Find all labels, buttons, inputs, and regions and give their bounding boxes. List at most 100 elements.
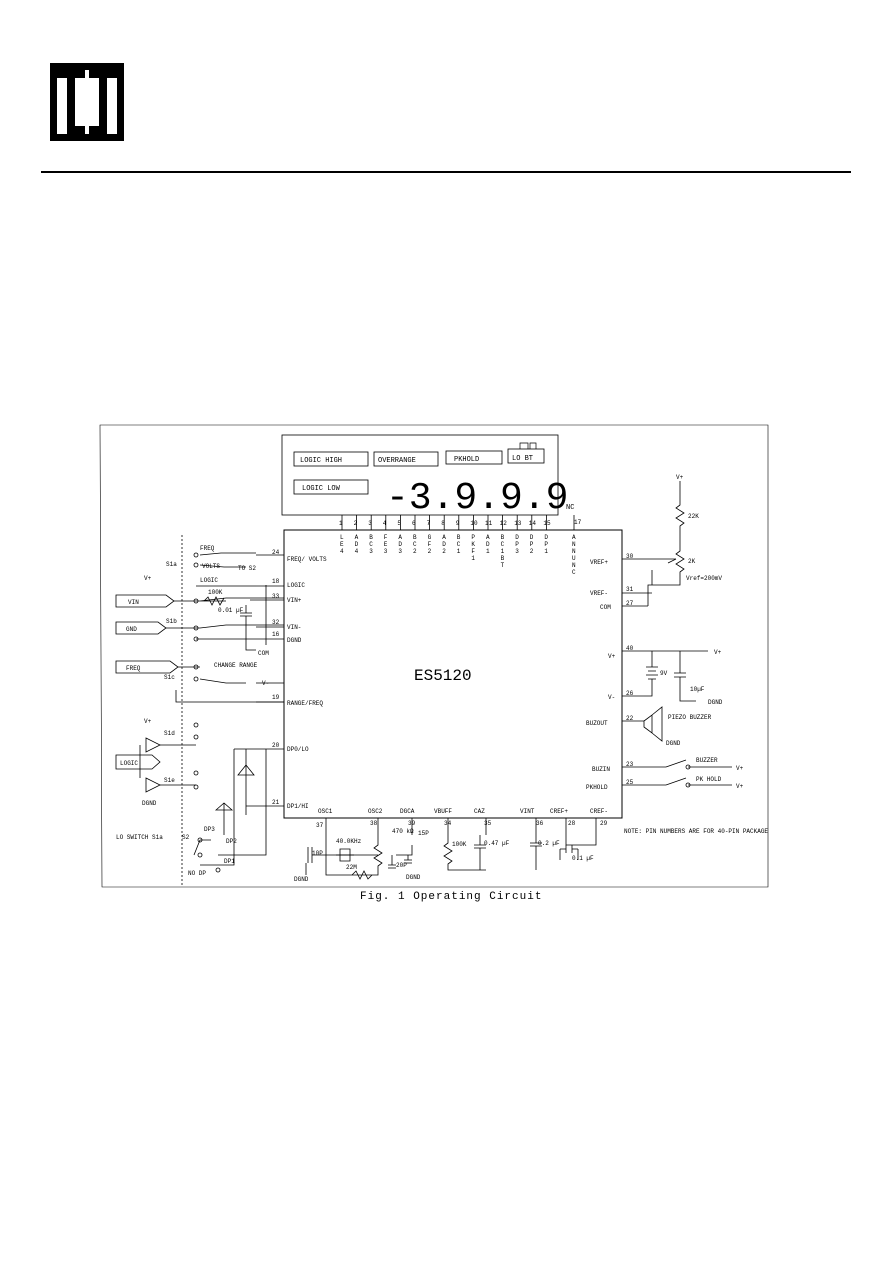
pin-29-label: CREF-: [590, 808, 608, 815]
label-v-plus-ref: V+: [676, 474, 684, 481]
pin-18-label: LOGIC: [287, 582, 305, 589]
pin-31-num: 31: [626, 586, 634, 593]
label-10uf: 10µF: [690, 686, 705, 693]
label-note: NOTE: PIN NUMBERS ARE FOR 40-PIN PACKAGE: [624, 828, 768, 835]
label-10p: 10P: [312, 850, 323, 857]
label-0-1uf: 0.1 µF: [572, 855, 594, 862]
label-100k: 100K: [208, 589, 223, 596]
label-v-plus-supply: V+: [714, 649, 722, 656]
top-pin-1-num: 1: [339, 520, 343, 527]
pin-40-num: 40: [626, 645, 634, 652]
label-com: COM: [258, 650, 269, 657]
pin-38-num: 38: [370, 820, 378, 827]
pin-21-label: DP1/HI: [287, 803, 309, 810]
label-freq: FREQ: [200, 545, 215, 552]
pin-33-label: VIN+: [287, 597, 302, 604]
label-v-plus-buzzer: V+: [736, 765, 744, 772]
pin-35-label: CAZ: [474, 808, 485, 815]
top-pin-5-num: 5: [397, 520, 401, 527]
input-logic: LOGIC: [120, 760, 138, 767]
label-v-plus-logic: V+: [144, 718, 152, 725]
top-pin-15-num: 15: [543, 520, 551, 527]
top-pin-11-num: 11: [485, 520, 493, 527]
company-logo: [50, 63, 124, 141]
annunciator-lo-bt: LO BT: [512, 455, 533, 463]
pin-38-label: OSC2: [368, 808, 383, 815]
top-pin-2-num: 2: [354, 520, 358, 527]
pin-28-num: 28: [568, 820, 576, 827]
top-pin-14-num: 14: [529, 520, 537, 527]
label-buzzer: BUZZER: [696, 757, 718, 764]
label-22m: 22M: [346, 864, 357, 871]
left-pins: 24 FREQ/ VOLTS 18 LOGIC 33 VIN+ 32 VIN- …: [246, 549, 327, 810]
top-pin-12-num: 12: [500, 520, 508, 527]
es5120-chip: ES5120: [283, 529, 623, 819]
label-piezo: PIEZO BUZZER: [668, 714, 712, 721]
pin-26-num: 26: [626, 690, 634, 697]
label-dgnd-buzzer: DGND: [666, 740, 681, 747]
top-pin-8-num: 8: [441, 520, 445, 527]
label-s1e: S1e: [164, 777, 175, 784]
label-change-range: CHANGE RANGE: [214, 662, 258, 669]
label-s1a: S1a: [166, 561, 177, 568]
label-v-plus-left: V+: [144, 575, 152, 582]
pin-32-label: VIN-: [287, 624, 301, 631]
top-pin-4-num: 4: [383, 520, 387, 527]
pin-19-label: RANGE/FREQ: [287, 700, 323, 707]
pin-33-num: 33: [272, 593, 280, 600]
annunciator-logic-low: LOGIC LOW: [302, 485, 341, 493]
pin-35-num: 35: [484, 820, 492, 827]
label-100k-bottom: 100K: [452, 841, 467, 848]
top-pin-6-num: 6: [412, 520, 416, 527]
top-pin-10-num: 10: [470, 520, 478, 527]
pin-16-label: DGND: [287, 637, 302, 644]
annunciator-overrange: OVERRANGE: [378, 457, 416, 465]
label-lo-switch: LO SWITCH S1a: [116, 834, 163, 841]
pin-34-label: VBUFF: [434, 808, 452, 815]
pin-28-label: CREF+: [550, 808, 568, 815]
pin-27-label: COM: [600, 604, 611, 611]
pin-18-num: 18: [272, 578, 280, 585]
pin-26-label: V-: [608, 694, 615, 701]
pin-31-label: VREF-: [590, 590, 608, 597]
pin-24-label: FREQ/ VOLTS: [287, 556, 327, 563]
pin-23-num: 23: [626, 761, 634, 768]
nc-label: NC: [566, 504, 574, 512]
figure-caption: Fig. 1 Operating Circuit: [360, 891, 543, 903]
top-pin-7-num: 7: [427, 520, 431, 527]
label-volts: VOLTS: [202, 563, 220, 570]
label-470k: 470 kΩ: [392, 828, 414, 835]
oscillator-and-integrator: [305, 835, 579, 880]
label-dp3: DP3: [204, 826, 215, 833]
pin-25-num: 25: [626, 779, 634, 786]
pin-32-num: 32: [272, 619, 280, 626]
pin-39-label: DGCA: [400, 808, 415, 815]
pin-36-num: 36: [536, 820, 544, 827]
pin-27-num: 27: [626, 600, 634, 607]
pin-30-label: VREF+: [590, 559, 608, 566]
label-0-47uf: 0.47 µF: [484, 840, 510, 847]
label-22k: 22K: [688, 513, 699, 520]
label-dgnd-supply: DGND: [708, 699, 723, 706]
lcd-reading: -3.9.9.9: [386, 477, 568, 520]
label-20p: 20P: [396, 862, 407, 869]
label-dgnd-osc: DGND: [294, 876, 309, 883]
label-no-dp: NO DP: [188, 870, 206, 877]
pin-22-num: 22: [626, 715, 634, 722]
pin-37-label: OSC1: [318, 808, 333, 815]
label-to-s2: TO S2: [238, 565, 256, 572]
label-15p: 15P: [418, 830, 429, 837]
right-pins: 30 VREF+ 31 VREF- 27 COM 40 V+ 26 V- 22 …: [586, 553, 708, 791]
label-s2: S2: [182, 834, 190, 841]
input-gnd: GND: [126, 626, 137, 633]
